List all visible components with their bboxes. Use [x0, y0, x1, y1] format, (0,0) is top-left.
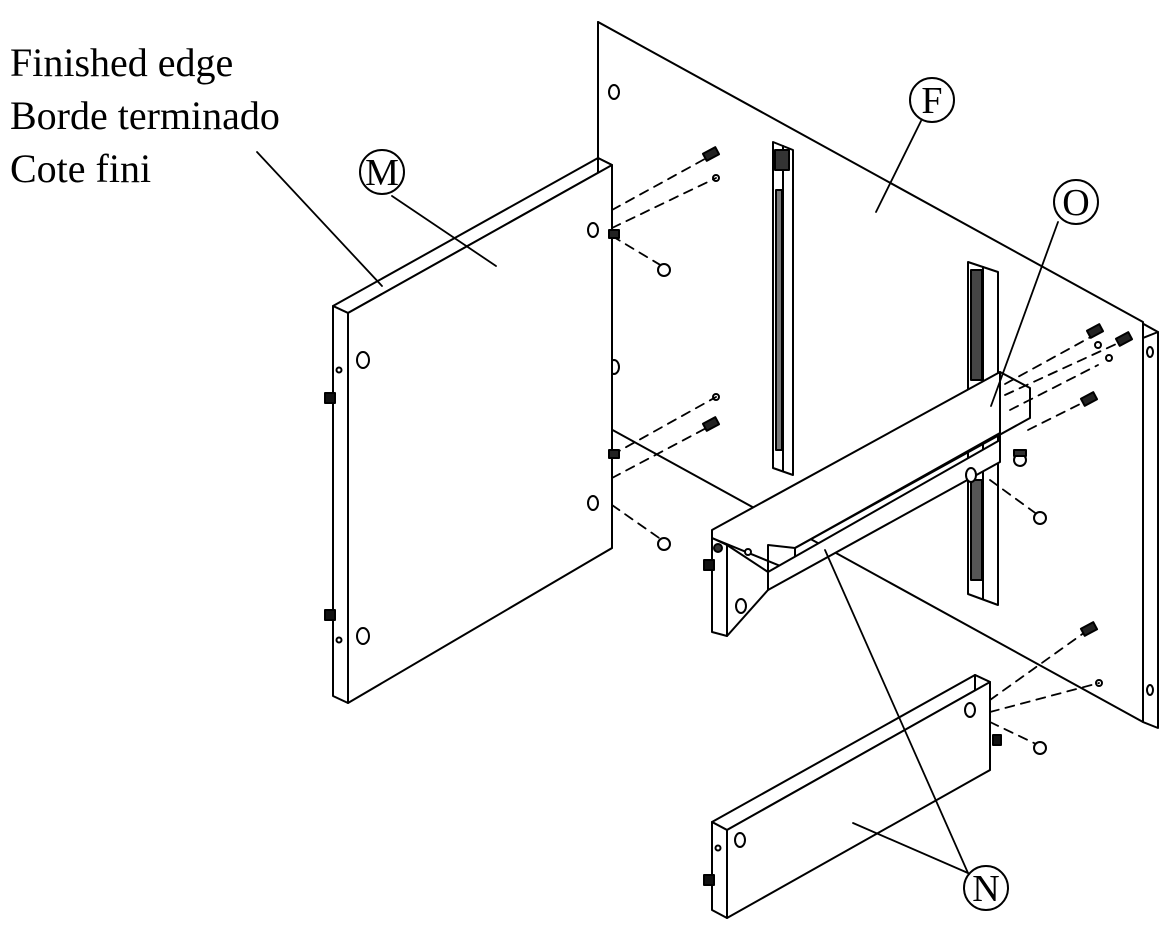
- finished-edge-label-fr: Cote fini: [10, 146, 152, 191]
- callout-circle-f: [909, 77, 955, 123]
- fastener-alignment-lines: [611, 154, 1126, 746]
- back-panel-f: [597, 21, 1159, 729]
- leader-lines: [256, 120, 1059, 874]
- callout-label-m: M: [365, 152, 399, 194]
- callout-label-f: F: [921, 80, 942, 122]
- drawer-slide-left: [772, 141, 794, 476]
- callout-label-o: O: [1062, 182, 1089, 224]
- fastener-hardware: [608, 146, 1134, 755]
- finished-edge-label-es: Borde terminado: [10, 93, 280, 138]
- callout-circles: [359, 77, 1099, 911]
- callout-label-n: N: [972, 868, 999, 910]
- callout-circle-m: [359, 149, 405, 195]
- finished-edge-label-en: Finished edge: [10, 40, 234, 85]
- callout-circle-o: [1053, 179, 1099, 225]
- side-panel-m: [324, 157, 613, 704]
- bottom-rail-n: [703, 674, 1002, 919]
- callout-circle-n: [963, 865, 1009, 911]
